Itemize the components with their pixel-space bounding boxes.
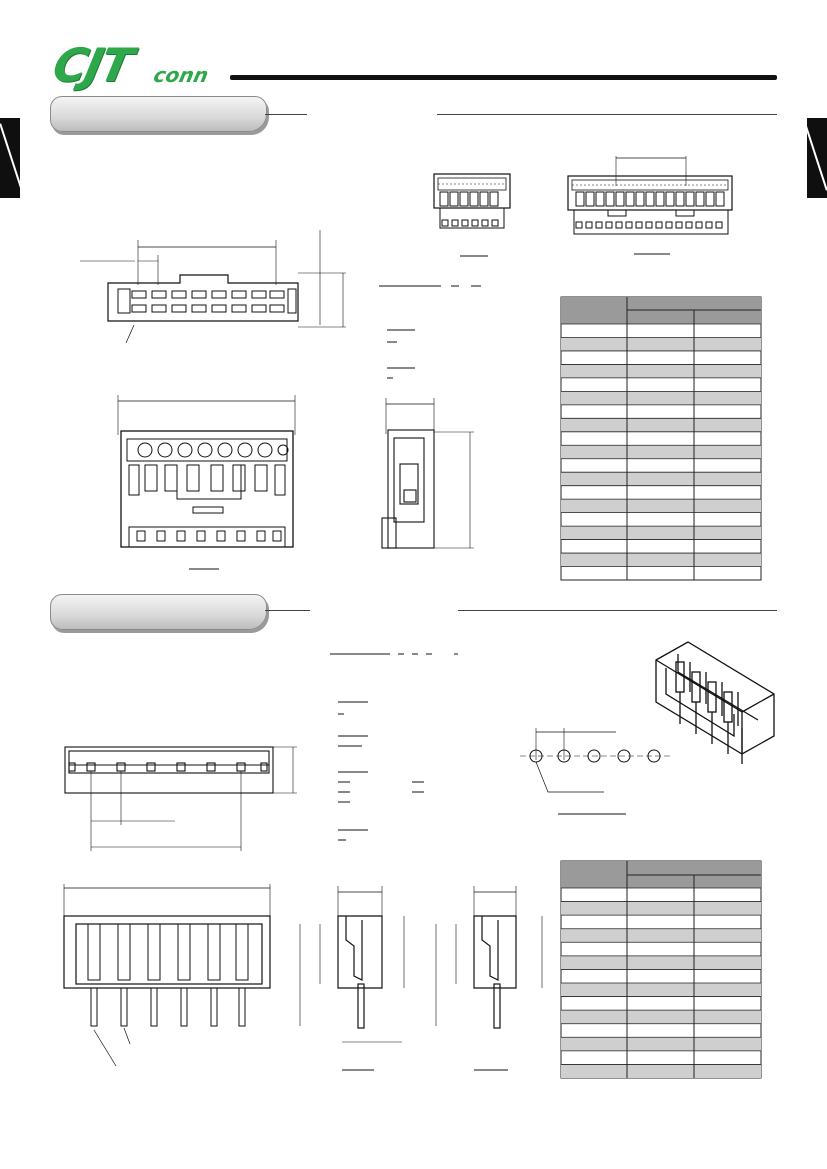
section-1-rule-a bbox=[265, 114, 307, 115]
section-1-header-pill bbox=[50, 96, 267, 132]
table-row-stripe bbox=[561, 955, 761, 970]
housing-large-top-view bbox=[567, 156, 733, 255]
table-row-stripe bbox=[561, 983, 761, 997]
table-row-stripe bbox=[561, 445, 761, 459]
pcb-layout-view bbox=[520, 728, 670, 815]
housing-table-grid bbox=[560, 296, 762, 581]
wafer-side-view-a bbox=[299, 886, 405, 1071]
wafer-table-grid bbox=[560, 860, 762, 1079]
table-row-stripe bbox=[561, 472, 761, 486]
wafer-spec-table bbox=[560, 860, 762, 1079]
table-row-stripe bbox=[561, 1064, 761, 1078]
wafer-side-view-b bbox=[435, 886, 543, 1071]
table-row-stripe bbox=[561, 901, 761, 916]
section-2-rule-b bbox=[458, 610, 777, 611]
table-row-stripe bbox=[561, 337, 761, 351]
brand-logo: CJT conn bbox=[48, 38, 244, 92]
section-2-rule-a bbox=[265, 610, 310, 611]
housing-spec-table bbox=[560, 296, 762, 581]
wafer-top-view bbox=[64, 746, 297, 851]
section-1-rule-b bbox=[437, 114, 777, 115]
table-row-stripe bbox=[561, 526, 761, 540]
header-rule bbox=[230, 75, 777, 80]
table-row-stripe bbox=[561, 418, 761, 432]
table-row-stripe bbox=[561, 499, 761, 513]
table-row-stripe bbox=[561, 1037, 761, 1051]
logo-main-text: CJT bbox=[48, 38, 137, 92]
table-row-stripe bbox=[561, 391, 761, 405]
table-row-stripe bbox=[561, 364, 761, 378]
housing-side-view bbox=[381, 398, 474, 549]
left-side-tab bbox=[0, 118, 23, 198]
logo-sub-text: conn bbox=[151, 63, 211, 87]
spec-marks-2 bbox=[330, 653, 458, 841]
wafer-isometric-view bbox=[655, 641, 775, 764]
spec-marks-1 bbox=[379, 285, 481, 379]
table-row-stripe bbox=[561, 928, 761, 943]
housing-detail-view bbox=[117, 395, 296, 570]
housing-small-top-view bbox=[433, 173, 511, 257]
housing-front-view bbox=[80, 230, 346, 344]
table-row-stripe bbox=[561, 1010, 761, 1024]
wafer-front-view bbox=[63, 884, 271, 1067]
table-row-stripe bbox=[561, 553, 761, 567]
section-2-header-pill bbox=[50, 594, 267, 630]
right-side-tab bbox=[804, 118, 827, 198]
